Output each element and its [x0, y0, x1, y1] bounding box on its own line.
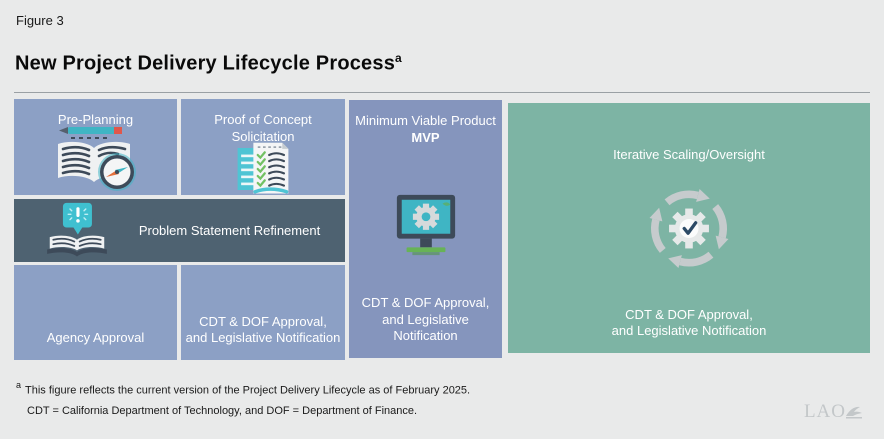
stage-iterative-scaling-label: Iterative Scaling/Oversight [613, 147, 765, 162]
stage-pre-planning: Pre-Planning [14, 99, 177, 195]
stage-pre-planning-label: Pre-Planning [57, 112, 134, 127]
title-divider [14, 92, 870, 93]
monitor-gear-icon [396, 194, 455, 256]
stage-mvp-label: Minimum Viable Product MVP [355, 113, 496, 145]
footnote-1-text: This figure reflects the current version… [25, 384, 471, 397]
stage-proof-of-concept-label: Proof of Concept Solicitation [214, 112, 312, 144]
stage-cdt-dof-approval-poc-label: CDT & DOF Approval, and Legislative Noti… [185, 313, 341, 346]
book-compass-icon [57, 127, 136, 191]
lao-logo-text: LAO [803, 401, 846, 422]
stage-agency-approval: Agency Approval [14, 265, 177, 360]
figure-title: New Project Delivery Lifecycle Processa [15, 51, 402, 76]
stage-proof-of-concept: Proof of Concept Solicitation [181, 99, 345, 195]
figure-number: Figure 3 [16, 13, 64, 28]
lifecycle-diagram: Pre-Planning [14, 99, 870, 360]
stage-cdt-dof-approval-poc: CDT & DOF Approval, and Legislative Noti… [181, 265, 345, 360]
checklist-documents-icon [237, 142, 289, 194]
stage-minimum-viable-product: Minimum Viable Product MVP CDT & DOF App… [349, 100, 502, 358]
stage-agency-approval-label: Agency Approval [46, 330, 145, 346]
stage-cdt-dof-approval-mvp-label: CDT & DOF Approval, and Legislative Noti… [361, 295, 490, 344]
gear-cycle-icon [649, 189, 729, 268]
footnote-marker: a [16, 380, 22, 390]
footnote-2: CDT = California Department of Technolog… [27, 405, 418, 417]
title-footnote-marker: a [395, 51, 402, 65]
book-alert-icon [47, 202, 107, 257]
band-label: Problem Statement Refinement [138, 223, 321, 238]
band-problem-statement-refinement: Problem Statement Refinement [14, 199, 345, 262]
stage-iterative-scaling: Iterative Scaling/Oversight [508, 103, 870, 353]
lao-logo: LAO [804, 401, 864, 423]
figure-title-text: New Project Delivery Lifecycle Process [15, 52, 396, 75]
stage-cdt-dof-approval-iterative-label: CDT & DOF Approval, and Legislative Noti… [611, 306, 767, 339]
lao-logo-glyph [846, 406, 862, 419]
